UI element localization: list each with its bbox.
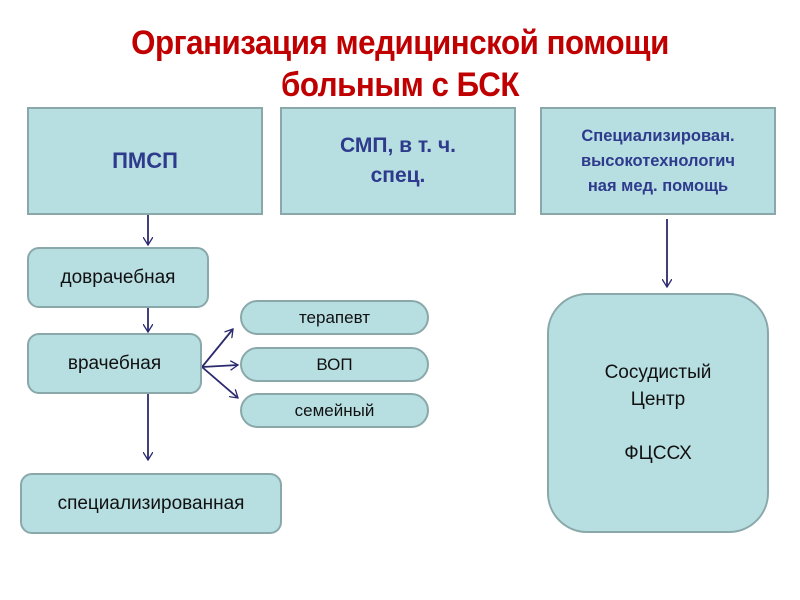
vascular-center-line-2: Центр [630,389,686,410]
box-high-tech-care: Специализирован. высокотехнологич ная ме… [540,107,776,215]
box-pmsp: ПМСП [27,107,263,215]
box-vrachebnaya: врачебная [27,333,202,394]
pill-therapist: терапевт [240,300,429,335]
vascular-center-line-1: Сосудистый [604,362,712,383]
box-specialized-label: специализированная [57,492,245,514]
title-line-2: больным с БСК [280,66,520,104]
page-title: Организация медицинской помощи больным с… [32,22,768,106]
pill-family-label: семейный [294,400,375,420]
box-vascular-center: Сосудистый Центр ФЦССХ [547,293,769,533]
box-smp: СМП, в т. ч. спец. [280,107,516,215]
pill-therapist-label: терапевт [298,307,371,327]
pill-family-doctor: семейный [240,393,429,428]
box-high-tech-line-3: ная мед. помощь [587,176,729,195]
title-line-1: Организация медицинской помощи [131,24,669,62]
box-dovrachebnaya-label: доврачебная [60,266,176,288]
arrow-to-therapist [201,329,233,368]
box-pmsp-label: ПМСП [112,148,178,173]
arrow-to-gp [201,365,238,367]
pill-gp-label: ВОП [316,354,353,374]
vascular-center-line-3: ФЦССХ [624,443,692,464]
box-dovrachebnaya: доврачебная [27,247,209,308]
box-smp-line-2: спец. [370,164,426,187]
box-smp-line-1: СМП, в т. ч. [339,134,457,157]
pill-gp: ВОП [240,347,429,382]
box-high-tech-line-1: Специализирован. [581,126,735,145]
box-vrachebnaya-label: врачебная [67,352,162,374]
arrow-to-family [201,366,238,398]
box-specialized: специализированная [20,473,282,534]
box-high-tech-line-2: высокотехнологич [581,151,735,170]
